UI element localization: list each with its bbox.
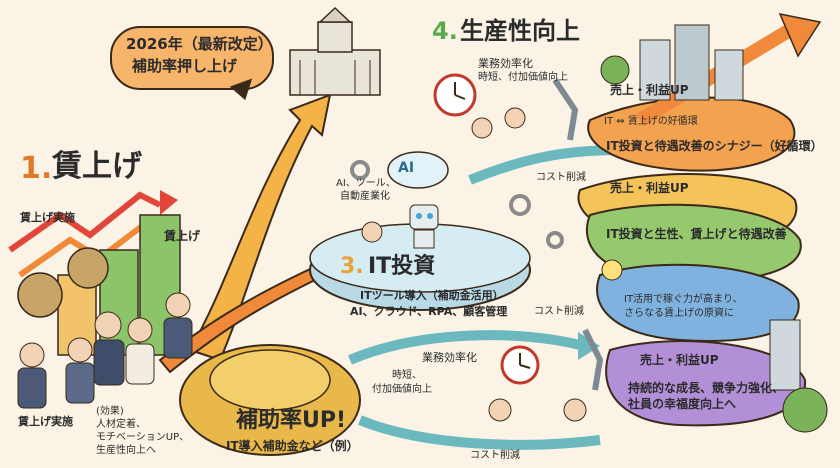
cost-cut-top: コスト削減 bbox=[536, 172, 586, 183]
bubble-line-2: 補助率押し上げ bbox=[132, 57, 238, 75]
ai-cloud-icon bbox=[387, 151, 449, 189]
section-3-subtitle: ITツール導入（補助金活用） bbox=[360, 289, 504, 302]
speech-bubble: 2026年（最新改定） 補助率押し上げ bbox=[110, 26, 274, 90]
robot-icon bbox=[409, 204, 439, 249]
spiral-loop: IT ⇔ 賃上げの好循環 bbox=[604, 116, 698, 127]
spiral-sales-3: 売上・利益UP bbox=[640, 353, 719, 367]
section-3-number: 3. bbox=[340, 254, 364, 279]
bubble-line-1: 2026年（最新改定） bbox=[126, 35, 273, 53]
spiral-sales-1: 売上・利益UP bbox=[610, 83, 689, 97]
bar-label: 賃上げ bbox=[164, 229, 201, 243]
people-illustration bbox=[17, 107, 587, 422]
lightbulb-icon bbox=[601, 259, 623, 281]
section-4-line-2: 時短、付加価値向上 bbox=[478, 72, 568, 83]
spiral-band-2: IT投資と生性、賃上げと待遇改善 bbox=[606, 227, 787, 241]
cost-cut-mid: コスト削減 bbox=[534, 306, 584, 317]
section-4-title: 生産性向上 bbox=[460, 17, 580, 45]
clock-icon bbox=[433, 73, 477, 117]
efficiency-mid: 業務効率化 bbox=[422, 351, 477, 364]
money-tree-icon bbox=[782, 387, 828, 433]
gear-icon bbox=[350, 160, 370, 180]
section-1-number: 1. bbox=[20, 151, 53, 186]
effects-line-4: 生産性向上へ bbox=[96, 445, 156, 456]
section-1-subtitle: 賃上げ実施 bbox=[20, 211, 75, 224]
section-4-line-1: 業務効率化 bbox=[478, 57, 533, 70]
cost-cut-bottom: コスト削減 bbox=[470, 450, 520, 461]
ai-label: AI bbox=[398, 160, 415, 176]
subsidy-subtitle: IT導入補助金など（例） bbox=[226, 439, 359, 453]
teal-flow-arrow bbox=[348, 330, 582, 365]
gear-icon bbox=[546, 231, 564, 249]
effects-line-2: 人材定着、 bbox=[96, 419, 146, 430]
money-bag-icons bbox=[17, 247, 109, 318]
effects-line-3: モチベーションUP、 bbox=[96, 432, 190, 443]
section-1-title: 賃上げ bbox=[52, 149, 142, 184]
robot-arm-icon bbox=[582, 328, 604, 391]
spiral-band-4-2: 社員の幸福度向上へ bbox=[628, 397, 737, 411]
section-3-items: AI、クラウド、RPA、顧客管理 bbox=[350, 305, 508, 318]
gear-icon bbox=[509, 194, 531, 216]
city-buildings bbox=[639, 24, 801, 391]
spiral-band-4-1: 持続的な成長、競争力強化、 bbox=[628, 381, 785, 395]
section-3-title: IT投資 bbox=[368, 254, 436, 279]
bottom-wage-label: 賃上げ実施 bbox=[18, 415, 73, 428]
effects-line-1: (効果) bbox=[96, 406, 124, 417]
section-4-number: 4. bbox=[432, 17, 458, 45]
spiral-synergy: IT投資と待遇改善のシナジー（好循環） bbox=[606, 139, 823, 153]
value-mid-2: 付加価値向上 bbox=[372, 384, 432, 395]
parliament-building bbox=[289, 6, 381, 96]
clock-icon-2 bbox=[500, 345, 540, 385]
ai-caption-1: AI、ツール、 bbox=[336, 178, 396, 189]
spiral-band-3-1: IT活用で稼ぐ力が高まり、 bbox=[624, 294, 743, 305]
robot-arm-icon bbox=[552, 78, 579, 141]
spiral-sales-2: 売上・利益UP bbox=[610, 181, 689, 195]
tree-icon bbox=[600, 55, 630, 85]
value-mid-1: 時短、 bbox=[392, 370, 422, 381]
spiral-band-3-2: さらなる賃上げの原資に bbox=[624, 308, 734, 319]
ai-caption-2: 自動産業化 bbox=[340, 191, 390, 202]
subsidy-title: 補助率UP! bbox=[236, 408, 347, 433]
